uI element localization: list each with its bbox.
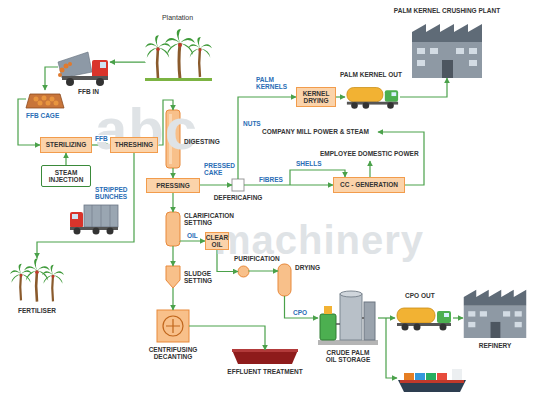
flow-arrow xyxy=(238,97,296,179)
node-text: PALM KERNEL CRUSHING PLANT xyxy=(382,7,512,14)
effluent-tray: EFFLUENT TREATMENT xyxy=(232,350,298,364)
node-text: CENTRIFUSING DECANTING xyxy=(138,346,208,360)
vessel: DIGESTING xyxy=(166,110,180,168)
tanker-icon: CPO OUT xyxy=(395,305,453,331)
flow-label: FIBRES xyxy=(258,176,284,183)
node-text: DEFERICAFING xyxy=(207,194,269,201)
vessel: DRYING xyxy=(278,264,291,296)
vessel: CLARIFICATION SETTING xyxy=(166,212,180,246)
flow-arrow xyxy=(172,288,173,310)
flow-note: STRIPPED BUNCHES xyxy=(95,186,129,200)
flow-arrow xyxy=(65,153,66,165)
node-text: SLUDGE SETTING xyxy=(184,270,224,284)
node-text: DRYING xyxy=(295,264,320,271)
flow-note: SHELLS xyxy=(296,160,322,167)
truck-icon: PALM KERNEL OUT xyxy=(345,84,400,110)
flow-arrow xyxy=(18,99,40,145)
node-text: CRUDE PALM OIL STORAGE xyxy=(325,349,371,363)
process-box: STEAM INJECTION xyxy=(41,165,91,187)
node-text: STEAM INJECTION xyxy=(44,169,88,183)
vessel: SLUDGE SETTING xyxy=(166,266,180,288)
flow-label: FFB xyxy=(94,135,109,142)
process-box: CLEAR OIL xyxy=(205,232,229,250)
flow-arrow xyxy=(172,193,173,212)
flow-arrow xyxy=(249,270,278,272)
flow-arrow xyxy=(244,184,333,185)
node-text: DIGESTING xyxy=(184,138,220,145)
process-circle: PURIFICATION xyxy=(238,266,249,277)
truck-icon: FFB IN xyxy=(58,48,110,86)
node-text: FERTILISER xyxy=(10,307,64,314)
storage-tank: CRUDE PALM OIL STORAGE xyxy=(318,290,378,346)
node-text: FFB IN xyxy=(78,88,99,95)
flow-arrow xyxy=(180,240,205,241)
ffb-cage: FFB CAGE xyxy=(26,90,64,108)
centrifuge: CENTRIFUSING DECANTING xyxy=(157,310,189,342)
flow-arrow xyxy=(285,296,319,318)
node-text: CLEAR OIL xyxy=(206,234,228,248)
flow-label: OIL xyxy=(186,232,199,239)
node-text: CPO OUT xyxy=(405,292,435,299)
node-text: PURIFICATION xyxy=(234,255,280,262)
node-text: PALM KERNEL OUT xyxy=(340,71,402,78)
node-text: FFB CAGE xyxy=(26,112,59,119)
flow-label: PRESSED CAKE xyxy=(203,162,235,176)
process-box: THRESHING xyxy=(110,137,158,153)
flow-arrow xyxy=(110,61,145,62)
node-text: CC - GENERATION xyxy=(340,181,398,188)
palm-icon: FERTILISER xyxy=(10,258,64,304)
flow-arrow xyxy=(37,153,134,258)
flow-arrow xyxy=(200,184,232,186)
factory-icon: REFINERY xyxy=(463,288,527,338)
process-square: DEFERICAFING xyxy=(232,179,244,191)
watermark: machinery xyxy=(215,220,424,260)
export-line xyxy=(386,318,397,378)
node-text: THRESHING xyxy=(115,141,153,148)
node-text: REFINERY xyxy=(463,342,527,349)
flow-arrow xyxy=(400,78,447,97)
flow-note: COMPANY MILL POWER & STEAM xyxy=(262,128,369,135)
flow-note: EMPLOYEE DOMESTIC POWER xyxy=(320,150,419,157)
process-box: KERNEL DRYING xyxy=(296,87,336,107)
node-text: CLARIFICATION SETTING xyxy=(184,212,248,226)
flow-arrow xyxy=(453,317,463,318)
flow-arrow xyxy=(336,96,345,97)
flow-note: PALM KERNELS xyxy=(256,76,290,90)
flow-arrow xyxy=(189,326,265,350)
node-text: EFFLUENT TREATMENT xyxy=(215,368,315,375)
node-text: KERNEL DRYING xyxy=(299,90,333,104)
flow-arrow xyxy=(172,168,173,178)
node-text: STERILIZING xyxy=(46,141,86,148)
flow-label: CPO xyxy=(292,309,308,316)
process-box: STERILIZING xyxy=(40,137,92,153)
flow-arrow xyxy=(172,246,173,266)
flow-arrow xyxy=(45,67,58,90)
process-box: CC - GENERATION xyxy=(333,177,405,193)
plantation-icon: Plantation xyxy=(145,28,210,96)
power-line xyxy=(369,161,370,177)
flow-arrow xyxy=(378,317,395,318)
node-text: PRESSING xyxy=(156,182,190,189)
process-box: PRESSING xyxy=(146,178,200,193)
factory-icon: PALM KERNEL CRUSHING PLANT xyxy=(412,22,482,78)
node-text: Plantation xyxy=(145,14,210,22)
flow-label: NUTS xyxy=(242,120,262,127)
